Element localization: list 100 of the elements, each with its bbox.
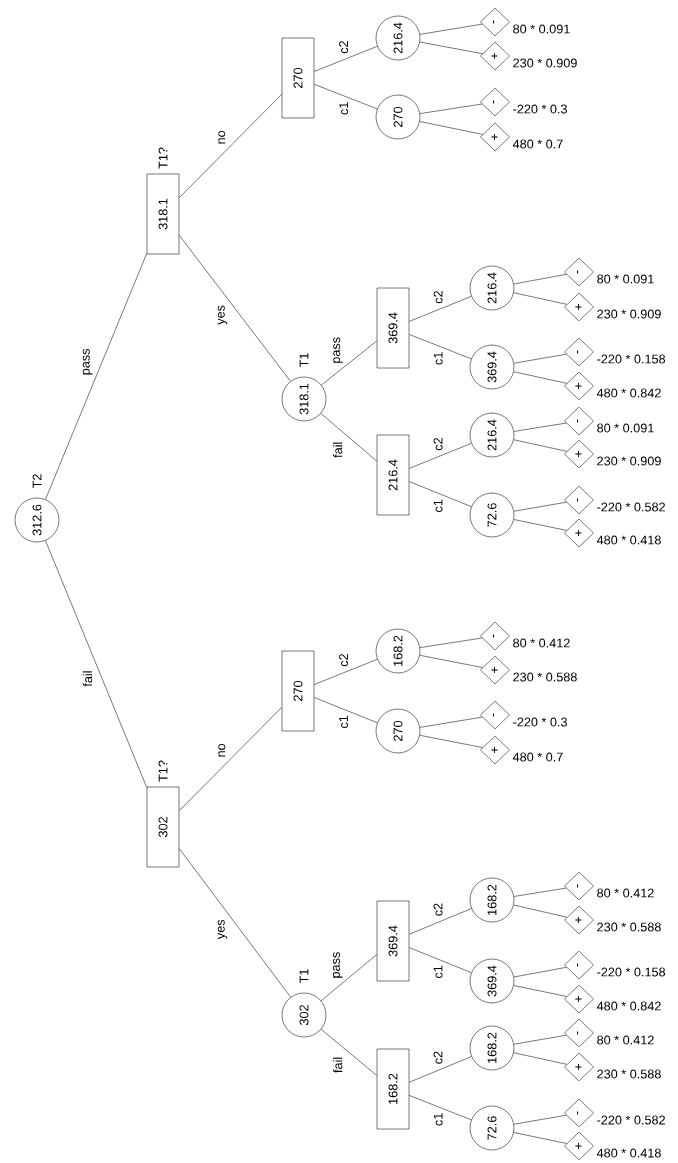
connector-line [513,1052,568,1065]
edge-label: no [217,742,227,759]
payoff-label: -220 * 0.158 [597,354,666,364]
connector-line [513,501,567,512]
edge-label: c2 [337,39,350,56]
payoff-label: 230 * 0.588 [597,1069,661,1079]
edge-label: c1 [432,963,444,980]
payoff-label: 230 * 0.909 [597,309,661,319]
value-box: 270 [281,37,315,119]
connector-line [513,422,567,432]
connector-line [409,334,472,360]
edge-label: pass [81,347,94,377]
connector-line [179,94,282,198]
connector-line [513,439,568,452]
connector-line [513,985,567,997]
edge-label: c1 [432,497,444,514]
payoff-label: 480 * 0.7 [512,752,563,762]
value-box: 369.4 [376,287,410,369]
connector-line [179,707,282,811]
payoff-label: -220 * 0.3 [513,104,567,114]
edge-label: c2 [432,436,444,453]
connector-line [314,46,378,72]
edge-label: pass [331,335,345,365]
payoff-label: 480 * 0.418 [596,1148,661,1158]
connector-line [314,659,378,685]
connector-line [513,353,567,364]
connector-line [513,292,568,305]
connector-line [320,413,377,462]
connector-line [409,1095,472,1121]
connector-line [513,904,568,918]
payoff-label: -220 * 0.582 [597,502,665,512]
edge-label: c2 [432,289,444,306]
node-caption: T1 [299,969,309,984]
payoff-label: 480 * 0.842 [596,388,661,398]
connector-line [513,887,567,897]
connector-line [179,848,291,998]
payoff-label: 480 * 0.418 [596,535,661,545]
payoff-label: 480 * 0.7 [512,139,563,149]
payoff-label: 230 * 0.588 [597,922,661,932]
connector-line [314,697,378,723]
connector-line [419,23,483,35]
connector-line [513,967,567,978]
node-caption: T2 [32,474,42,489]
edge-label: c1 [432,350,444,367]
connector-line [419,637,483,648]
connector-line [513,1114,567,1125]
connector-line [419,655,483,668]
connector-line [513,274,567,285]
edge-label: yes [216,918,229,941]
edge-label: c2 [432,1049,444,1066]
payoff-label: 230 * 0.909 [597,456,661,466]
payoff-label: 80 * 0.091 [597,423,654,433]
payoff-label: -220 * 0.158 [597,967,666,977]
connector-line [419,716,483,728]
connector-line [320,1029,377,1076]
connector-line [419,103,483,114]
connector-line [409,443,472,469]
payoff-label: 80 * 0.091 [513,24,570,34]
edge-label: c2 [432,901,444,918]
payoff-label: 480 * 0.842 [596,1001,661,1011]
connector-line [513,519,567,531]
connector-line [419,121,483,135]
node-caption: T1 [299,353,309,368]
value-box: 270 [281,650,315,732]
value-box: 302 [146,786,180,868]
connector-line [409,947,472,973]
payoff-label: 80 * 0.412 [597,1035,654,1045]
payoff-label: 230 * 0.909 [513,58,577,68]
connector-line [419,41,483,54]
edge-label: fail [331,1055,344,1075]
payoff-label: -220 * 0.582 [597,1115,665,1125]
value-box: 216.4 [376,434,410,516]
connector-line [409,296,472,322]
connector-line [320,954,377,1002]
edge-label: no [217,129,227,146]
edge-label: yes [216,303,229,327]
edge-label: fail [81,669,94,689]
connector-line [45,540,147,788]
connector-line [409,908,472,935]
edge-label: c1 [337,100,350,117]
connector-line [321,340,377,386]
connector-line [419,735,483,748]
connector-line [45,253,147,500]
value-box: 318.1 [146,173,180,255]
payoff-label: -220 * 0.3 [513,717,567,727]
connector-line [513,1132,567,1144]
payoff-label: 230 * 0.588 [513,672,577,682]
payoff-label: 80 * 0.412 [513,638,570,648]
connector-line [513,371,568,384]
node-caption: T1? [158,147,168,169]
connector-line [409,481,472,507]
edge-label: c1 [432,1111,444,1128]
connector-line [513,1034,567,1045]
value-box: 369.4 [376,900,410,982]
payoff-label: 80 * 0.091 [597,274,654,284]
connector-line [409,1056,472,1083]
connector-line [179,235,291,382]
edge-label: fail [331,440,344,460]
edge-label: c2 [337,652,350,669]
value-box: 168.2 [376,1048,410,1130]
